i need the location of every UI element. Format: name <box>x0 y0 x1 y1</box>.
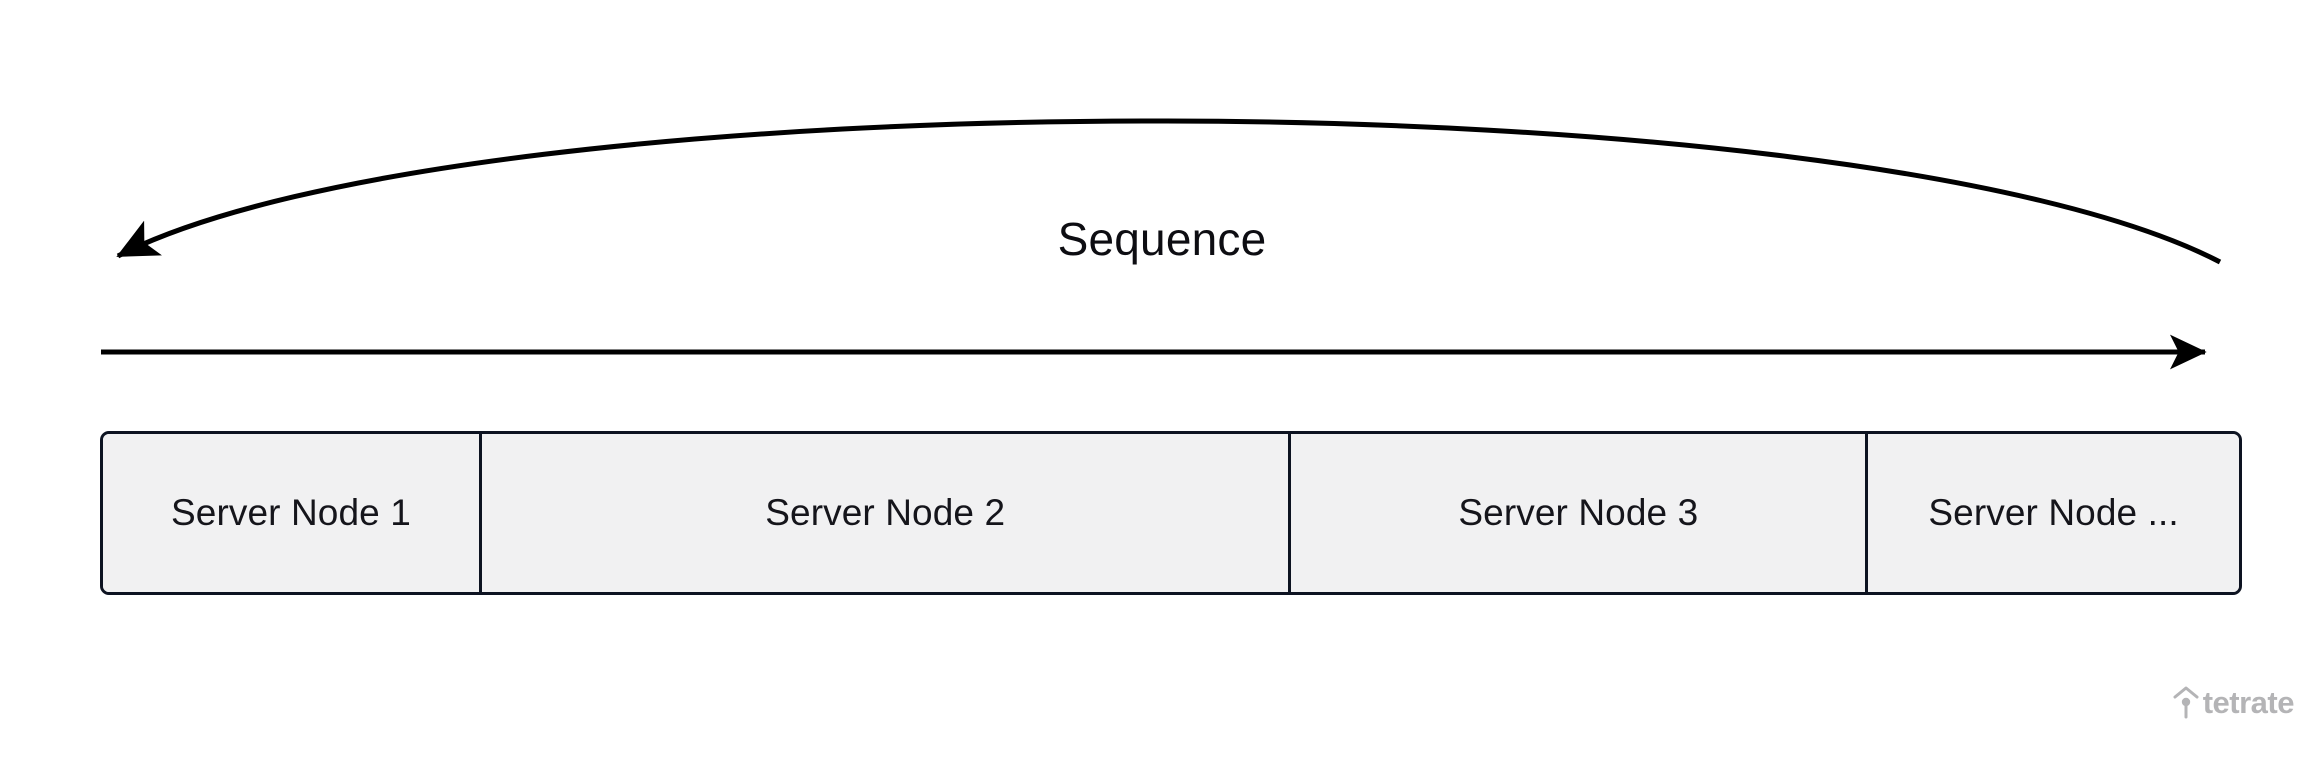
server-node-label-4: Server Node ... <box>1928 492 2179 533</box>
server-node-label-2: Server Node 2 <box>765 492 1006 533</box>
server-node-label-1: Server Node 1 <box>171 492 411 533</box>
server-node-cell-3[interactable]: Server Node 3 <box>1288 434 1866 592</box>
server-node-cell-4[interactable]: Server Node ... <box>1865 434 2239 592</box>
server-node-cell-1[interactable]: Server Node 1 <box>103 434 479 592</box>
server-node-cell-2[interactable]: Server Node 2 <box>478 434 1289 592</box>
server-node-strip: Server Node 1 Server Node 2 Server Node … <box>100 431 2242 595</box>
tetrate-watermark: tetrate <box>2173 685 2295 720</box>
tetrate-wordmark: tetrate <box>2202 685 2295 720</box>
server-node-label-3: Server Node 3 <box>1458 492 1699 533</box>
sequence-label: Sequence <box>1057 213 1267 265</box>
tetrate-logo-mark <box>2173 686 2199 719</box>
